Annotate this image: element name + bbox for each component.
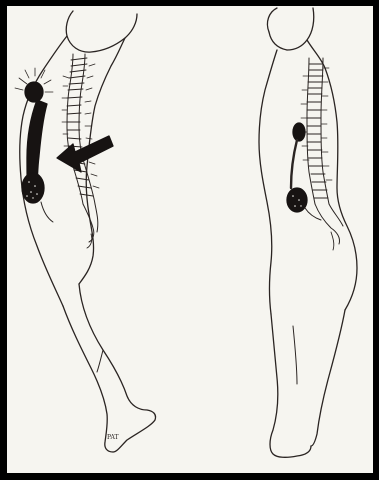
right-figure-leg-back bbox=[311, 310, 345, 446]
left-figure-leg-front bbox=[63, 306, 113, 452]
illustration-panel: PAT bbox=[7, 6, 373, 473]
right-spine bbox=[301, 58, 343, 250]
right-figure-front bbox=[259, 50, 277, 314]
artist-signature: PAT bbox=[107, 434, 119, 441]
left-figure-back bbox=[79, 38, 125, 284]
anatomy-illustration bbox=[7, 6, 373, 473]
left-figure bbox=[15, 11, 156, 452]
right-figure-back bbox=[307, 40, 357, 310]
right-figure bbox=[259, 8, 357, 457]
right-figure-leg-front bbox=[270, 314, 311, 457]
left-figure-head bbox=[66, 11, 137, 52]
